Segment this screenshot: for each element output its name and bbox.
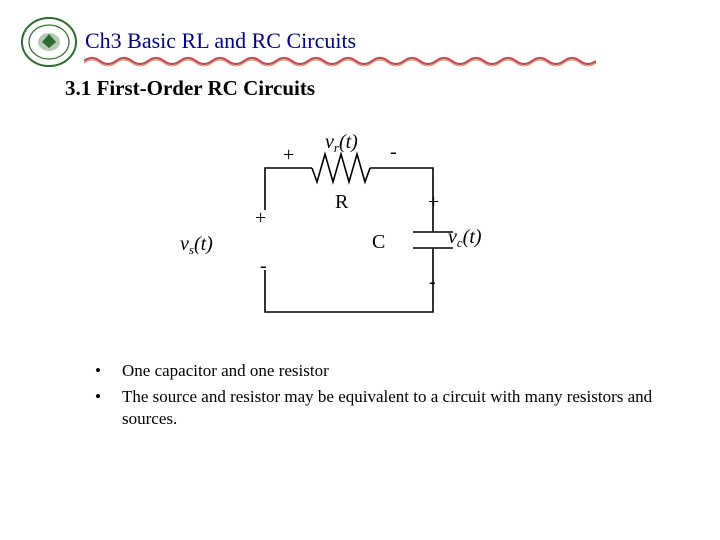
bullet-text: One capacitor and one resistor — [122, 361, 329, 380]
resistor-symbol — [311, 151, 371, 185]
wire-cap-bottom — [264, 248, 434, 313]
bullet-text: The source and resistor may be equivalen… — [122, 387, 653, 429]
resistor-plus-sign: + — [283, 144, 295, 166]
slide-title: Ch3 Basic RL and RC Circuits — [85, 28, 357, 53]
source-plus-sign: + — [255, 207, 267, 229]
bullet-dot: • — [95, 361, 101, 380]
section-title: 3.1 First-Order RC Circuits — [65, 76, 316, 100]
capacitor-plus-sign: + — [428, 191, 440, 213]
decorative-wave-underline — [84, 56, 596, 67]
capacitor-voltage-label: vc(t) — [448, 226, 482, 250]
bullet-item: • The source and resistor may be equival… — [95, 386, 675, 430]
capacitor-minus-sign: - — [429, 271, 436, 293]
source-minus-sign: - — [260, 255, 267, 277]
university-seal-logo — [21, 17, 77, 67]
resistor-minus-sign: - — [390, 141, 397, 163]
resistor-label: R — [335, 191, 349, 213]
resistor-voltage-label: vr(t) — [325, 131, 358, 155]
wire-top-right — [370, 167, 434, 232]
bullet-list: • One capacitor and one resistor • The s… — [95, 360, 675, 434]
bullet-item: • One capacitor and one resistor — [95, 360, 675, 382]
bullet-dot: • — [95, 387, 101, 407]
source-voltage-label: vs(t) — [180, 233, 213, 257]
wire-top-left — [264, 167, 312, 210]
capacitor-label: C — [372, 231, 386, 253]
